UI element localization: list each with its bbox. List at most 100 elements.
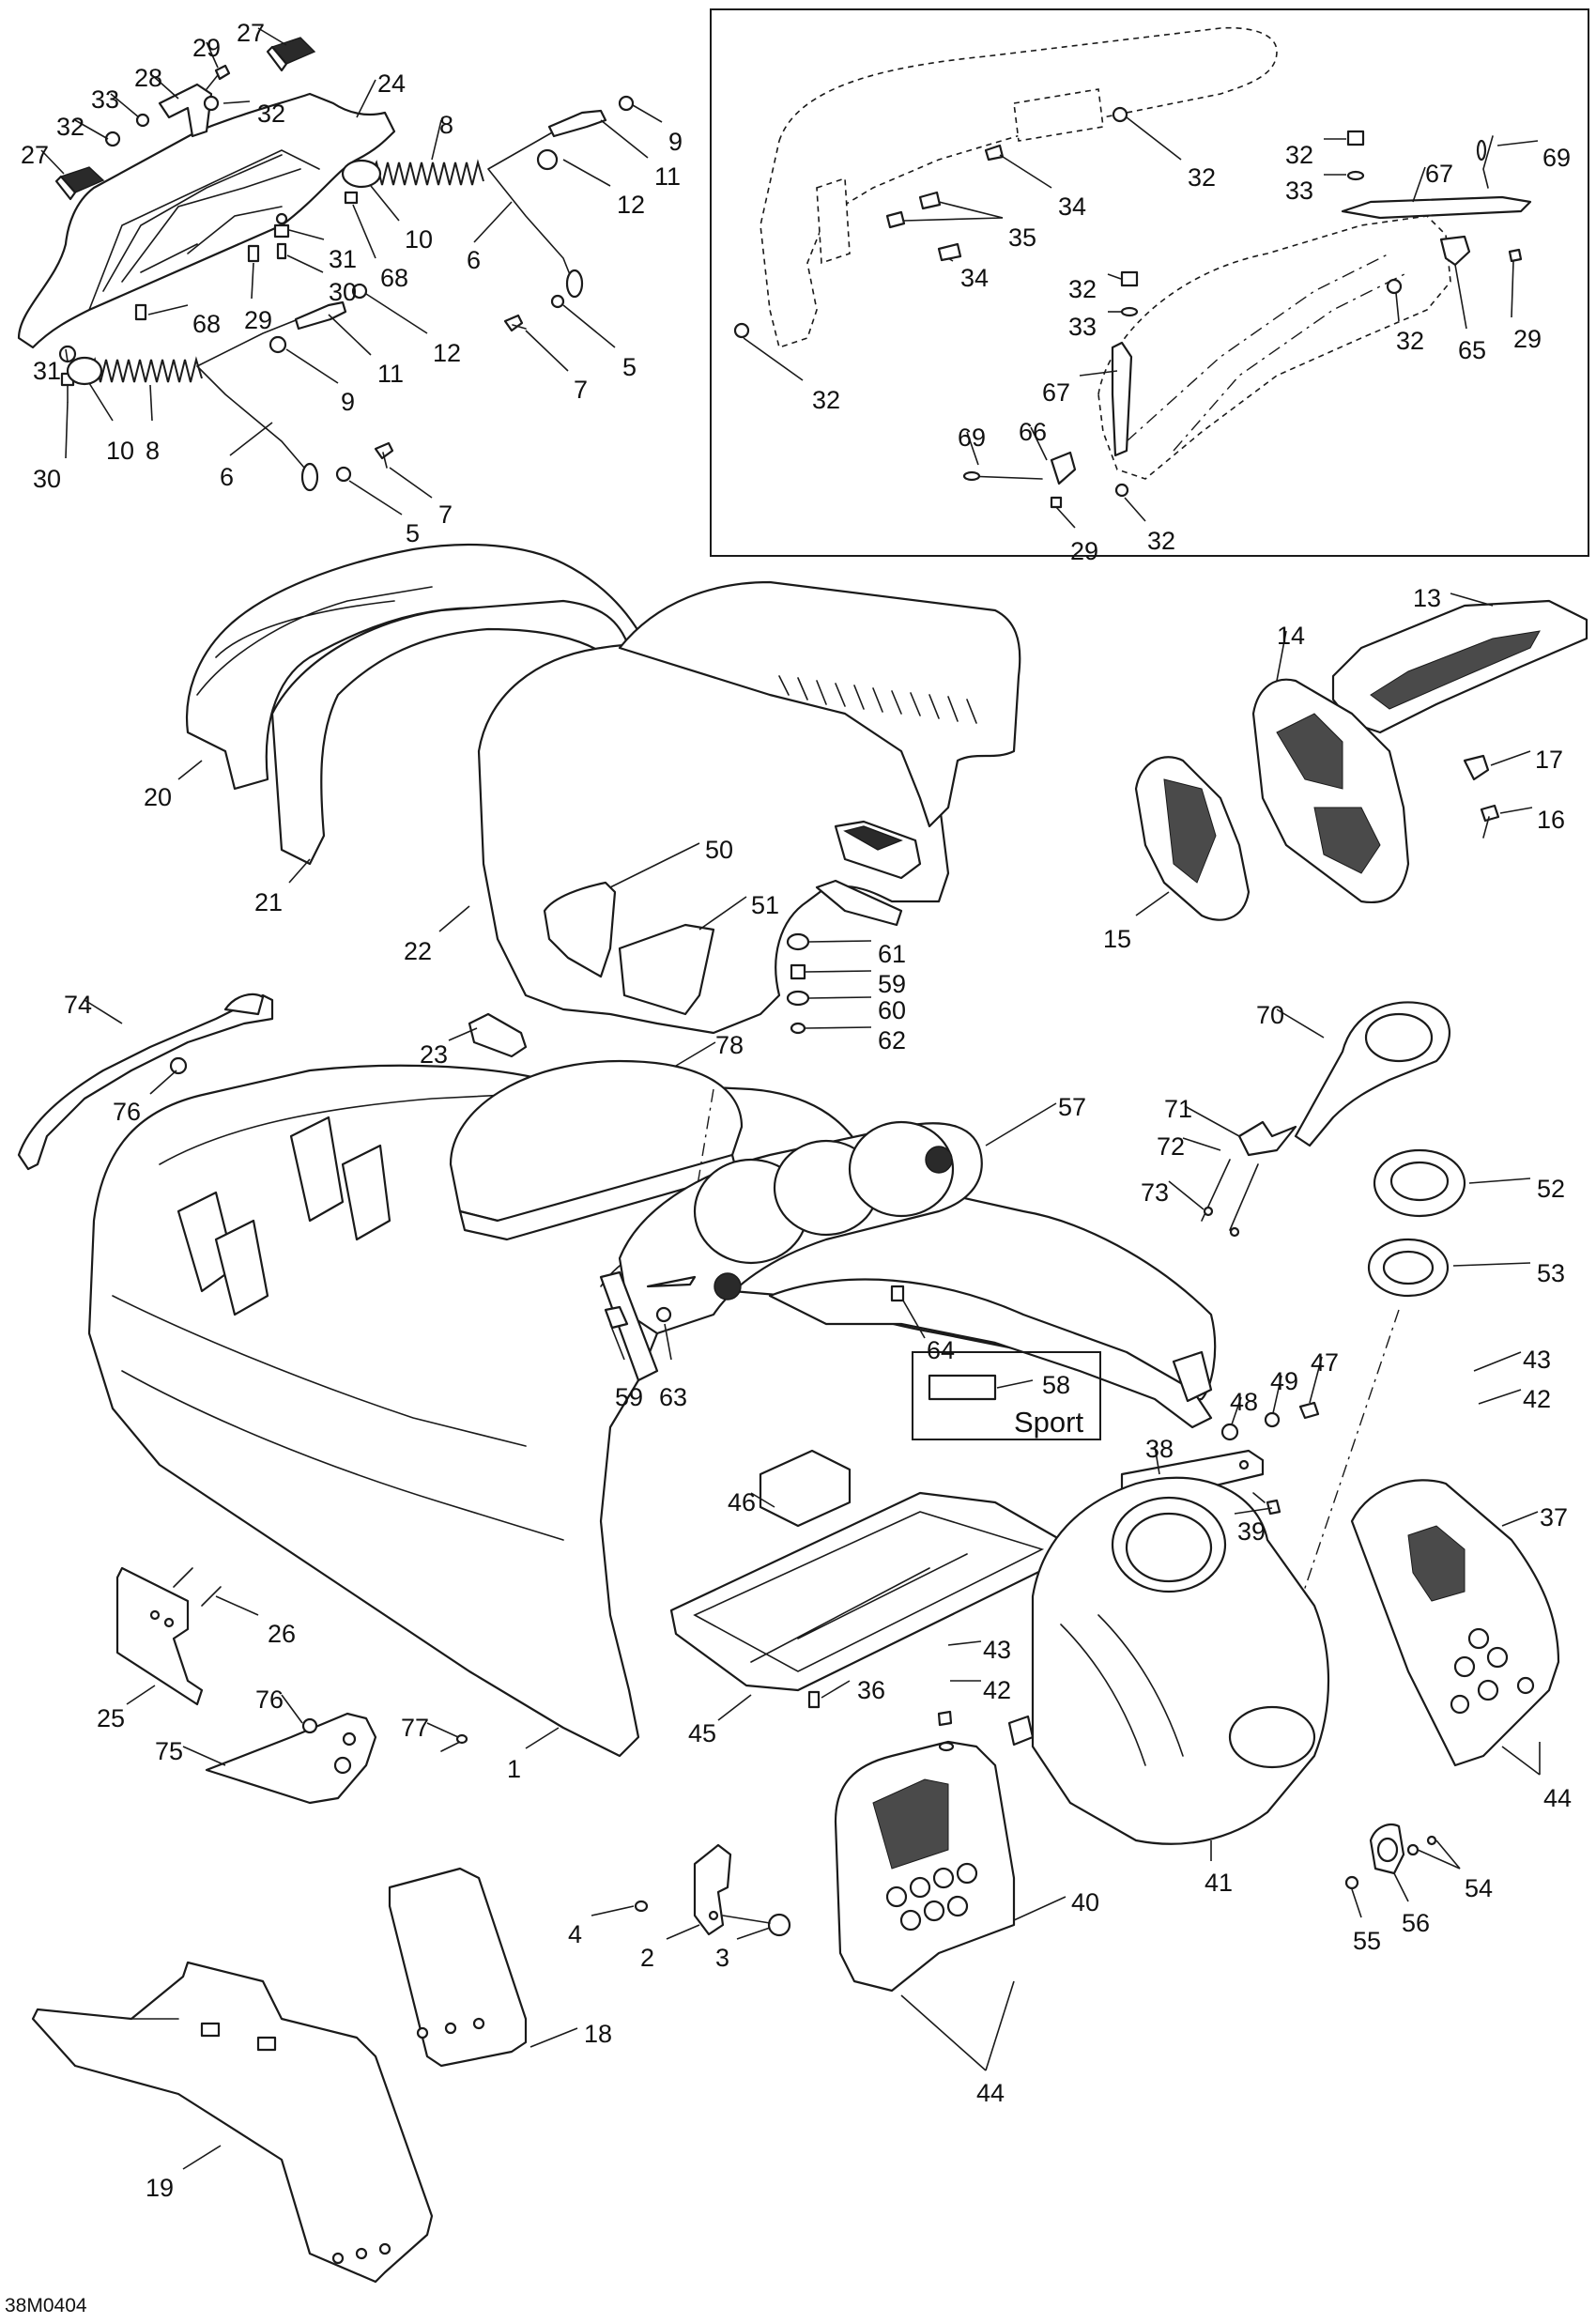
clip-17 — [1463, 754, 1490, 781]
callout-c27b: 27 — [21, 141, 49, 169]
callout-c29d: 29 — [1070, 537, 1098, 565]
callout-c49: 49 — [1270, 1367, 1298, 1395]
part-23 — [468, 1012, 528, 1058]
callout-c2: 2 — [640, 1944, 654, 1972]
callout-c66: 66 — [1019, 418, 1047, 446]
callout-c48: 48 — [1230, 1388, 1258, 1416]
callout-c19: 19 — [146, 2174, 174, 2202]
callout-c24: 24 — [377, 69, 406, 98]
callout-c10b: 10 — [106, 437, 134, 465]
plate-19 — [31, 1961, 434, 2284]
callout-c34b: 34 — [960, 264, 989, 292]
leader-lines — [40, 27, 1541, 2170]
callout-c55: 55 — [1353, 1927, 1381, 1955]
callout-c29b: 29 — [244, 306, 272, 334]
inset-box — [710, 8, 1589, 557]
bar-67-top — [1341, 195, 1532, 220]
wing — [768, 1278, 1213, 1429]
callout-c21: 21 — [254, 888, 283, 916]
callout-c50: 50 — [705, 836, 733, 864]
callout-c3: 3 — [715, 1944, 729, 1972]
mudflap-75 — [205, 1712, 468, 1805]
callout-c36: 36 — [857, 1676, 885, 1704]
callout-c41: 41 — [1205, 1869, 1233, 1897]
grip-71 — [1237, 1120, 1297, 1157]
callout-c62: 62 — [878, 1026, 906, 1054]
callout-c6a: 6 — [467, 246, 481, 274]
callout-c43a: 43 — [1523, 1346, 1551, 1374]
small-parts-center — [468, 820, 922, 1058]
callout-c26: 26 — [268, 1620, 296, 1648]
callout-c33a: 33 — [91, 85, 119, 114]
callout-c16: 16 — [1537, 806, 1565, 834]
callout-c29c: 29 — [1513, 325, 1542, 353]
callout-c35: 35 — [1008, 223, 1036, 252]
callout-c11b: 11 — [377, 360, 404, 388]
vent-panels — [1134, 599, 1588, 921]
sport-decal-box: Sport — [912, 1351, 1101, 1440]
callout-c33b: 33 — [1285, 177, 1313, 205]
callout-c20: 20 — [144, 783, 172, 811]
callout-c15: 15 — [1103, 925, 1131, 953]
part-51b — [618, 923, 715, 1016]
callout-c74: 74 — [64, 991, 92, 1019]
plug-54 — [1344, 1824, 1437, 1890]
callout-c32g: 32 — [812, 386, 840, 414]
callout-c32h: 32 — [1147, 527, 1175, 555]
callout-c60: 60 — [878, 996, 906, 1024]
grip-assembly — [1201, 1001, 1450, 1238]
callout-c12b: 12 — [433, 339, 461, 367]
callout-c31a: 31 — [329, 245, 357, 273]
callout-c78: 78 — [715, 1031, 744, 1059]
callout-c1: 1 — [507, 1755, 521, 1783]
callout-c44a: 44 — [1543, 1784, 1572, 1812]
callout-c77: 77 — [401, 1714, 429, 1742]
callout-c18: 18 — [584, 2020, 612, 2048]
callout-c6b: 6 — [220, 463, 234, 491]
callout-c68b: 68 — [192, 310, 221, 338]
callout-c33c: 33 — [1068, 313, 1097, 341]
cover-46 — [759, 1449, 852, 1528]
callout-c44b: 44 — [976, 2079, 1005, 2107]
callout-c37: 37 — [1540, 1503, 1568, 1531]
callout-c63: 63 — [659, 1383, 687, 1411]
bracket-25 — [115, 1566, 222, 1706]
callout-c56: 56 — [1402, 1909, 1430, 1937]
screw-16 — [1480, 804, 1500, 823]
callout-c40: 40 — [1071, 1888, 1099, 1916]
callout-c42b: 42 — [983, 1676, 1011, 1704]
callout-c57: 57 — [1058, 1093, 1086, 1121]
sport-label: Sport — [1014, 1406, 1083, 1439]
callout-c72: 72 — [1157, 1132, 1185, 1161]
callout-c28: 28 — [134, 64, 162, 92]
cap-61 — [786, 932, 810, 951]
callout-c22: 22 — [404, 937, 432, 965]
callout-c12a: 12 — [617, 191, 645, 219]
callout-c8a: 8 — [439, 111, 453, 139]
callout-c13: 13 — [1413, 584, 1441, 612]
callout-c32c: 32 — [1188, 163, 1216, 192]
callout-c45: 45 — [688, 1719, 716, 1747]
callout-c5a: 5 — [622, 353, 637, 381]
callout-c29a: 29 — [192, 34, 221, 62]
callout-c54: 54 — [1465, 1874, 1493, 1902]
callout-c34a: 34 — [1058, 192, 1086, 221]
bracket-66 — [1050, 451, 1077, 485]
side-cover-37 — [1350, 1479, 1560, 1767]
drawing-code: 38M0404 — [5, 2295, 87, 2316]
callout-c75: 75 — [155, 1737, 183, 1765]
callout-c52: 52 — [1537, 1175, 1565, 1203]
callout-c76a: 76 — [113, 1098, 141, 1126]
main-body-1 — [87, 1059, 1217, 1758]
spring-8-lower — [88, 356, 203, 383]
panel-22-back — [618, 580, 1021, 828]
bracket-28 — [158, 83, 213, 138]
callout-c69b: 69 — [958, 423, 986, 452]
rear-bumper-assembly — [17, 37, 635, 492]
side-cover-40 — [834, 1710, 1016, 1993]
callout-c30b: 30 — [33, 465, 61, 493]
callout-c38: 38 — [1145, 1435, 1174, 1463]
callout-c61: 61 — [878, 940, 906, 968]
callout-c31b: 31 — [33, 357, 61, 385]
bumper-24 — [17, 92, 396, 349]
